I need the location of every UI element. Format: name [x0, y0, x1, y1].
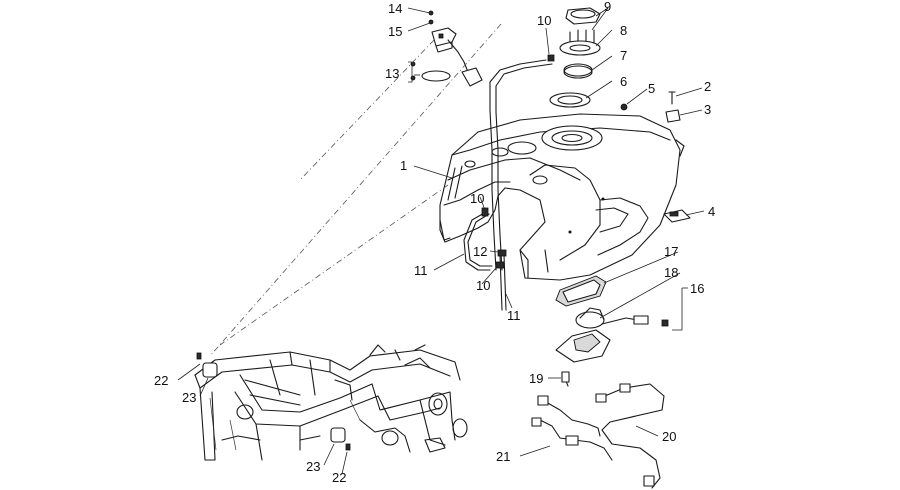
callout-12: 12 [473, 244, 487, 259]
mounting-hardware [663, 91, 691, 223]
callout-2: 2 [704, 79, 711, 94]
callout-1: 1 [400, 158, 407, 173]
callout-7: 7 [620, 48, 627, 63]
callout-10-low: 10 [476, 278, 490, 293]
wiring-harness [531, 383, 665, 489]
callout-6: 6 [620, 74, 627, 89]
frame-assembly [194, 344, 468, 461]
callout-10-top: 10 [537, 13, 551, 28]
fuel-pump-assembly [555, 275, 669, 387]
leader-lines [177, 7, 705, 475]
callout-labels: 14 15 13 10 9 8 7 6 5 2 3 1 10 4 12 11 1… [154, 0, 715, 485]
assembly-axis-lines [209, 23, 502, 357]
callout-8: 8 [620, 23, 627, 38]
callout-10-mid: 10 [470, 191, 484, 206]
callout-16: 16 [690, 281, 704, 296]
fuel-level-sender [410, 10, 483, 87]
callout-15: 15 [388, 24, 402, 39]
callout-4: 4 [708, 204, 715, 219]
callout-18: 18 [664, 265, 678, 280]
callout-11-left: 11 [414, 263, 428, 278]
callout-23-bottom: 23 [306, 459, 320, 474]
callout-21: 21 [496, 449, 510, 464]
callout-20: 20 [662, 429, 676, 444]
callout-11-low: 11 [507, 308, 521, 323]
callout-9: 9 [604, 0, 611, 14]
callout-19: 19 [529, 371, 543, 386]
callout-23-left: 23 [182, 390, 196, 405]
callout-5: 5 [648, 81, 655, 96]
callout-13: 13 [385, 66, 399, 81]
callout-17: 17 [664, 244, 678, 259]
callout-14: 14 [388, 1, 402, 16]
callout-3: 3 [704, 102, 711, 117]
filler-cap-assembly [549, 7, 628, 111]
rubber-bumpers [196, 352, 351, 451]
callout-22-bottom: 22 [332, 470, 346, 485]
vent-hoses [463, 54, 555, 311]
callout-22-left: 22 [154, 373, 168, 388]
fuel-tank [439, 113, 685, 281]
